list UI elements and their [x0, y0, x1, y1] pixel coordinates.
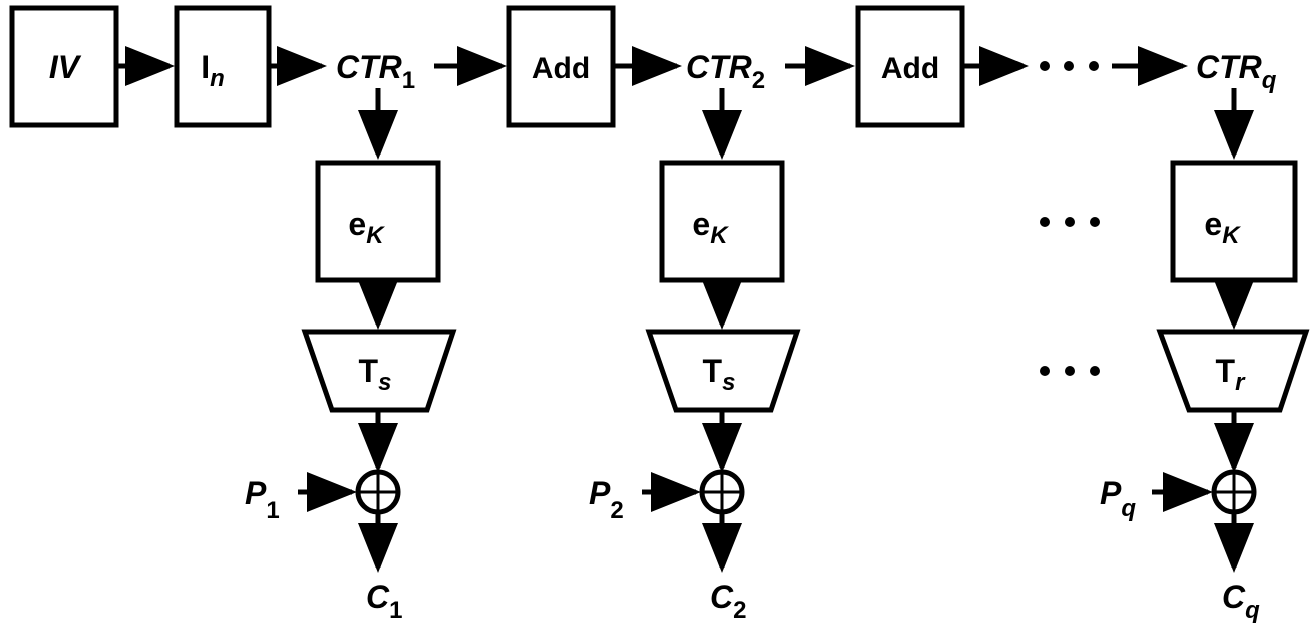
plaintext-label-1: P1	[245, 475, 280, 524]
iv-label: IV	[49, 49, 82, 85]
ciphertext-label-q: Cq	[1222, 579, 1260, 624]
xor-icon-1	[355, 469, 401, 515]
ctr2-label: CTR2	[686, 49, 765, 94]
column-q: eK Tr Pq Cq	[1100, 88, 1310, 624]
encrypt-box-1	[315, 160, 441, 283]
ciphertext-label-2: C2	[710, 579, 746, 624]
add1-label: Add	[532, 52, 590, 85]
truncate-box-q	[1156, 329, 1310, 413]
truncate-box-1	[301, 329, 457, 413]
add2-box	[855, 5, 965, 128]
plaintext-label-2: P2	[589, 475, 624, 524]
encrypt-label-q: eK	[1204, 206, 1241, 249]
truncate-label-1: Ts	[359, 353, 392, 396]
encrypt-label-1: eK	[348, 206, 385, 249]
mid-ellipsis-truncate	[1040, 366, 1100, 376]
encrypt-box-2	[659, 160, 785, 283]
xor-icon-q	[1211, 469, 1257, 515]
encrypt-label-2: eK	[692, 206, 729, 249]
ctr1-label: CTR1	[336, 49, 415, 94]
xor-icon-2	[699, 469, 745, 515]
increment-box	[174, 5, 272, 128]
iv-box	[9, 5, 119, 128]
top-ellipsis	[1040, 61, 1099, 71]
column-1: eK Ts P1 C1	[245, 88, 457, 624]
add2-label: Add	[881, 52, 939, 85]
truncate-label-2: Ts	[703, 353, 736, 396]
increment-label: In	[201, 49, 225, 92]
truncate-box-2	[645, 329, 801, 413]
mid-ellipsis-encrypt	[1040, 217, 1100, 227]
truncate-label-q: Tr	[1216, 353, 1247, 396]
plaintext-label-q: Pq	[1100, 475, 1136, 522]
add1-box	[506, 5, 616, 128]
encrypt-box-q	[1170, 160, 1298, 283]
ciphertext-label-1: C1	[366, 579, 402, 624]
ctrq-label: CTRq	[1196, 49, 1277, 94]
column-2: eK Ts P2 C2	[589, 88, 801, 624]
